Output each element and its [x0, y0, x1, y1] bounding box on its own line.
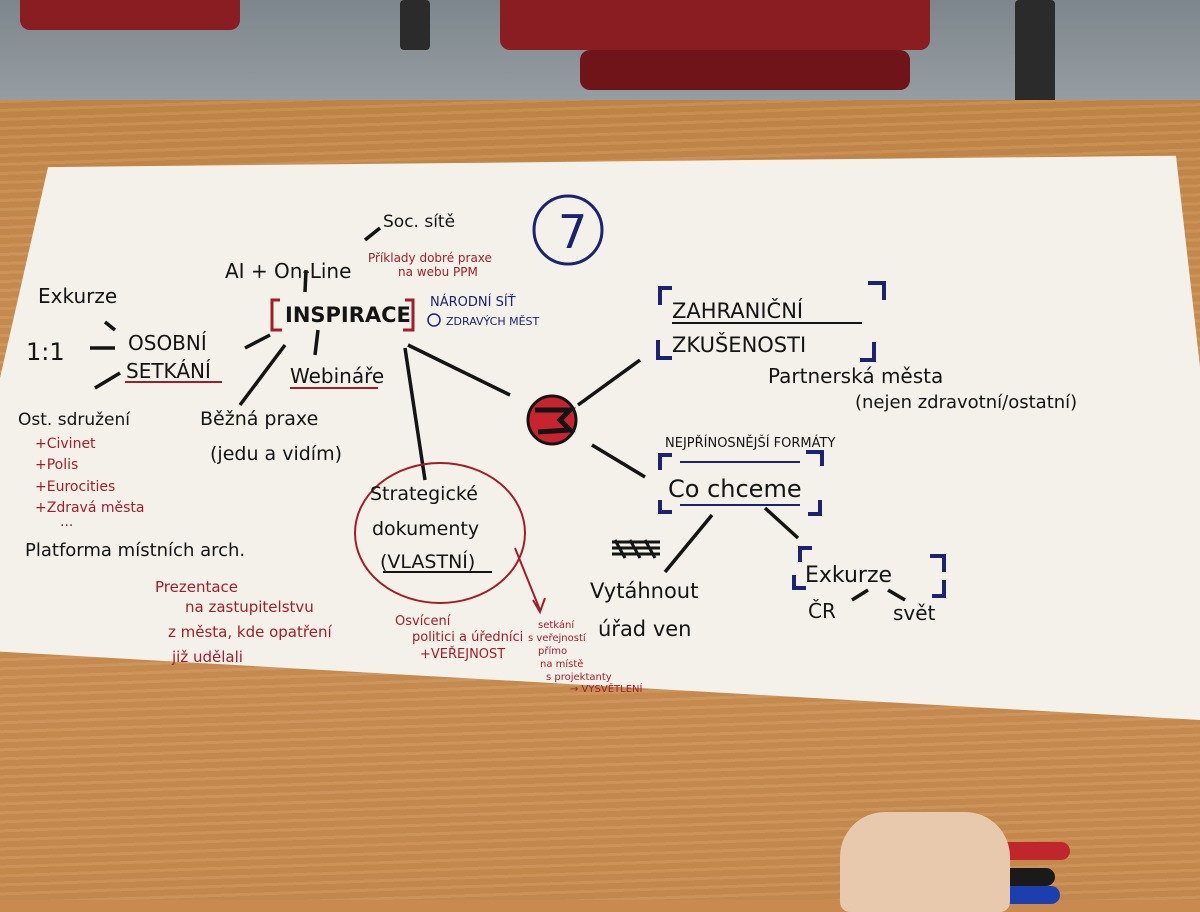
osviceni-text: Osvícení politici a úředníci +VEŘEJNOST	[395, 614, 523, 662]
exkurze-right-label: Exkurze	[805, 563, 892, 588]
priklady-line1: Příklady dobré praxe	[368, 251, 492, 265]
central-node	[526, 394, 578, 446]
civinet-item: +Civinet	[35, 436, 96, 452]
setkani-v-line4: na místě	[540, 658, 583, 670]
platforma-label: Platforma místních arch.	[25, 540, 245, 561]
chair-leg	[1015, 0, 1055, 110]
dots-item: ...	[60, 514, 73, 530]
strategic-docs-circle	[354, 462, 526, 604]
central-node-scribble	[535, 407, 577, 435]
strategic-docs-text: Strategické dokumenty (VLASTNÍ)	[370, 483, 479, 573]
vytahnout-label: Vytáhnout	[590, 579, 698, 603]
setkani-v-line1: setkání	[538, 619, 575, 631]
prezentace-line1: Prezentace	[155, 578, 238, 596]
webinare-label: Webináře	[290, 364, 384, 388]
urad-ven-label: úřad ven	[598, 617, 691, 641]
strategicke-line1: Strategické	[370, 483, 478, 505]
strategicke-line3: (VLASTNÍ)	[380, 550, 475, 573]
narodni-sit-text: NÁRODNÍ SÍŤ ZDRAVÝCH MĚST	[427, 294, 540, 328]
connector-lines	[90, 226, 906, 602]
polis-item: +Polis	[35, 457, 78, 473]
chair-seat	[580, 50, 910, 90]
chair-right	[500, 0, 930, 50]
left-cluster-red: +Civinet +Polis +Eurocities +Zdravá měst…	[35, 436, 332, 666]
inspirace-label: INSPIRACE	[285, 303, 411, 327]
partnerska-line2: (nejen zdravotní/ostatní)	[855, 392, 1077, 413]
osviceni-line2: politici a úředníci	[412, 630, 523, 645]
inspirace-cluster: Soc. sítě AI + On-Line INSPIRACE Webinář…	[200, 212, 455, 465]
scribble	[612, 539, 660, 559]
soc-site-label: Soc. sítě	[383, 212, 455, 232]
osviceni-line3: +VEŘEJNOST	[420, 646, 505, 662]
right-cluster: ZAHRANIČNÍ ZKUŠENOSTI Partnerská města (…	[590, 298, 1077, 641]
chair-leg	[400, 0, 430, 50]
underlines	[125, 322, 862, 573]
zdrava-mesta-item: +Zdravá města	[35, 500, 144, 516]
inspirace-brackets	[270, 298, 415, 332]
zahranicni-line1: ZAHRANIČNÍ	[672, 298, 803, 323]
setkani-v-line3: přímo	[538, 645, 567, 657]
prezentace-line4: již udělali	[171, 648, 243, 666]
cr-label: ČR	[808, 599, 836, 623]
number-label: 7	[558, 205, 587, 259]
co-chceme-label: Co chceme	[668, 475, 802, 503]
exkurze-label: Exkurze	[38, 284, 117, 308]
number-circle	[532, 194, 604, 266]
zahranicni-brackets	[656, 281, 886, 362]
setkani-v-line5: s projektanty	[546, 672, 612, 683]
bezna-praxe-line1: Běžná praxe	[200, 408, 318, 430]
nejprinosnejsi-label: NEJPŘÍNOSNĚJŠÍ FORMÁTY	[665, 435, 835, 451]
zahranicni-line2: ZKUŠENOSTI	[672, 332, 806, 357]
bezna-praxe-line2: (jedu a vidím)	[210, 443, 342, 465]
plus-circle	[427, 313, 441, 327]
setkani-label: SETKÁNÍ	[126, 359, 211, 383]
partnerska-line1: Partnerská města	[768, 364, 943, 388]
one-to-one-label: 1:1	[26, 338, 65, 366]
exkurze-brackets	[792, 546, 946, 598]
osviceni-line1: Osvícení	[395, 614, 451, 629]
setkani-verejnost-text: setkání s veřejností přímo na místě s pr…	[528, 619, 642, 695]
priklady-line2: na webu PPM	[398, 265, 478, 279]
ost-sdruzeni-label: Ost. sdružení	[18, 410, 131, 430]
setkani-v-line2: s veřejností	[528, 632, 587, 644]
priklady-text: Příklady dobré praxe na webu PPM	[368, 251, 492, 279]
ai-online-label: AI + On-Line	[225, 259, 351, 283]
prezentace-line3: z města, kde opatření	[168, 623, 332, 641]
osobni-label: OSOBNÍ	[128, 331, 207, 355]
eurocities-item: +Eurocities	[35, 479, 115, 495]
narodni-line2: ZDRAVÝCH MĚST	[446, 315, 540, 328]
flipchart-paper	[0, 155, 1200, 720]
prezentace-line2: na zastupitelstvu	[185, 598, 314, 616]
left-cluster: Exkurze 1:1 OSOBNÍ SETKÁNÍ Ost. sdružení…	[18, 284, 245, 561]
strategicke-line2: dokumenty	[372, 518, 479, 540]
hand	[840, 812, 1010, 912]
setkani-v-line6: → VYSVĚTLENÍ	[570, 682, 642, 695]
co-chceme-brackets	[658, 450, 824, 516]
narodni-line1: NÁRODNÍ SÍŤ	[430, 294, 516, 310]
chair-left	[20, 0, 240, 30]
red-arrow	[514, 547, 546, 615]
svet-label: svět	[893, 601, 936, 625]
